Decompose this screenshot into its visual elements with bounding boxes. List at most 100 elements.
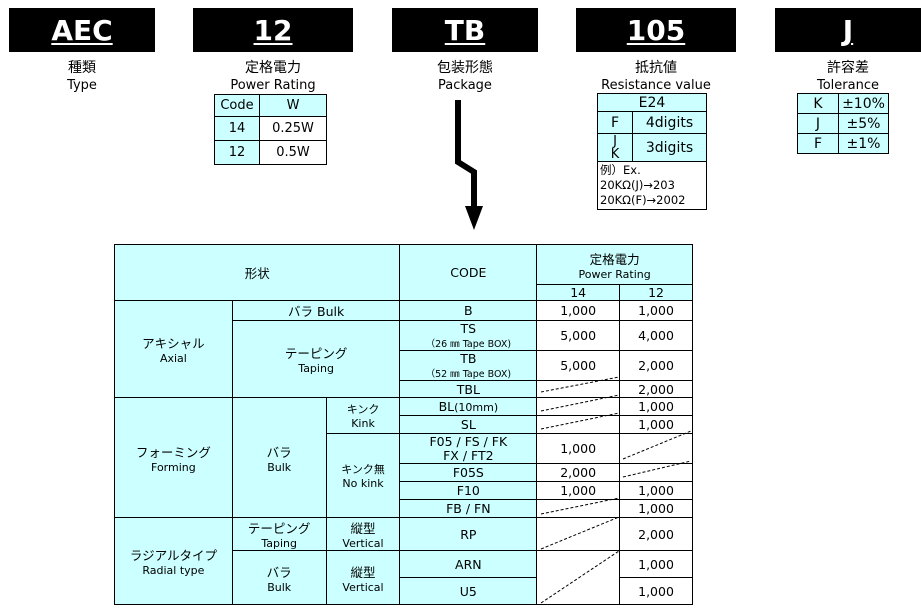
- forming-jp: フォーミング: [135, 444, 211, 460]
- arn-12: 1,000: [619, 550, 693, 578]
- forming-cell: フォーミング Forming: [114, 397, 233, 518]
- f10-12: 1,000: [619, 481, 693, 500]
- code-tb-sub: （52 ㎜ Tape BOX): [425, 369, 512, 380]
- tbl-14-empty: [536, 380, 621, 398]
- radial-vertical-1-en: Vertical: [342, 537, 384, 550]
- code-u5: U5: [399, 577, 538, 605]
- rp-12: 2,000: [619, 517, 693, 551]
- nokink-cell: キンク無 No kink: [325, 433, 401, 518]
- code-tolerance: J: [842, 13, 854, 47]
- power-header-code: Code: [214, 94, 260, 117]
- caption-type-jp: 種類: [68, 60, 96, 76]
- sl-14-empty: [536, 415, 621, 434]
- radial-bulk: バラ Bulk: [231, 550, 327, 605]
- axial-bulk: バラ Bulk: [231, 300, 401, 321]
- header-power-jp: 定格電力: [589, 251, 640, 267]
- axial-taping: テーピング Taping: [231, 320, 401, 398]
- code-power: 12: [253, 13, 293, 47]
- nokink-jp: キンク無: [341, 463, 385, 476]
- kink-jp: キンク: [346, 403, 380, 416]
- f05s-14: 2,000: [536, 463, 621, 482]
- header-code: CODE: [399, 244, 538, 301]
- caption-power: 定格電力 Power Rating: [193, 60, 353, 94]
- code-fb: FB / FN: [399, 499, 538, 518]
- bl-14-empty: [536, 397, 621, 416]
- caption-tolerance-jp: 許容差: [827, 60, 869, 76]
- caption-power-en: Power Rating: [230, 78, 316, 93]
- axial-jp: アキシャル: [142, 336, 205, 351]
- caption-tolerance: 許容差 Tolerance: [775, 60, 921, 94]
- power-code-12: 12: [214, 140, 260, 165]
- rp-14-empty: [536, 517, 621, 551]
- kink-cell: キンク Kink: [325, 397, 401, 434]
- packaging-table: 形状 CODE 定格電力 Power Rating 14 12 アキシャル Ax…: [113, 244, 693, 605]
- power-code-14: 14: [214, 116, 260, 141]
- ts-14: 5,000: [536, 320, 621, 351]
- tb-12: 2,000: [619, 350, 693, 381]
- tolerance-code-j: J: [797, 113, 839, 134]
- radial-jp: ラジアルタイプ: [129, 548, 217, 563]
- example-line-2: 20KΩ(J)→203: [600, 178, 675, 192]
- resistance-digits-jk: 3digits: [632, 133, 707, 162]
- radial-taping: テーピング Taping: [231, 517, 327, 551]
- tolerance-value-f: ±1%: [838, 133, 889, 154]
- nokink-en: No kink: [342, 477, 384, 490]
- axial-taping-jp: テーピング: [284, 346, 348, 361]
- caption-type: 種類 Type: [9, 60, 155, 94]
- code-bl: BL: [438, 399, 455, 414]
- code-box-power: 12: [193, 8, 353, 52]
- resistance-code-jk: J K: [597, 133, 633, 162]
- b-14: 1,000: [536, 300, 621, 321]
- code-f10: F10: [399, 481, 538, 500]
- tolerance-table: K ±10% J ±5% F ±1%: [797, 93, 889, 154]
- code-bl-sub: (10mm): [454, 401, 499, 414]
- code-type: AEC: [51, 13, 113, 47]
- caption-package-en: Package: [438, 78, 492, 93]
- radial-cell: ラジアルタイプ Radial type: [114, 517, 233, 605]
- radial-taping-jp: テーピング: [247, 521, 311, 536]
- fb-12: 1,000: [619, 499, 693, 518]
- code-box-package: TB: [392, 8, 538, 52]
- radial-bulk-14-empty: [536, 550, 621, 605]
- radial-taping-en: Taping: [261, 537, 297, 550]
- tolerance-code-f: F: [797, 133, 839, 154]
- kink-en: Kink: [351, 417, 375, 430]
- code-ts: TS: [460, 321, 477, 336]
- ts-12: 4,000: [619, 320, 693, 351]
- radial-en: Radial type: [142, 564, 205, 577]
- f05-14: 1,000: [536, 433, 621, 464]
- radial-vertical-2-jp: 縦型: [350, 564, 376, 580]
- tolerance-value-k: ±10%: [838, 93, 889, 114]
- power-w-12: 0.5W: [259, 140, 327, 165]
- bl-12: 1,000: [619, 397, 693, 416]
- tolerance-value-j: ±5%: [838, 113, 889, 134]
- forming-en: Forming: [151, 460, 196, 474]
- code-ts-sub: （26 ㎜ Tape BOX): [425, 339, 512, 350]
- power-w-14: 0.25W: [259, 116, 327, 141]
- code-f05-line2: FX / FT2: [443, 447, 494, 463]
- header-shape: 形状: [113, 244, 401, 301]
- axial-taping-en: Taping: [298, 362, 334, 375]
- caption-type-en: Type: [67, 78, 97, 93]
- resistance-example-note: 例）Ex. 20KΩ(J)→203 20KΩ(F)→2002: [597, 161, 707, 210]
- tb-14: 5,000: [536, 350, 621, 381]
- example-line-3: 20KΩ(F)→2002: [600, 193, 686, 207]
- f10-14: 1,000: [536, 481, 621, 500]
- caption-tolerance-en: Tolerance: [817, 78, 879, 93]
- tolerance-code-k: K: [797, 93, 839, 114]
- radial-vertical-2-en: Vertical: [342, 580, 384, 594]
- caption-resistance-en: Resistance value: [601, 78, 711, 93]
- code-bl-cell: BL(10mm): [399, 397, 538, 416]
- power-rating-table: Code W 14 0.25W 12 0.5W: [214, 94, 327, 165]
- code-tb: TB: [460, 351, 477, 366]
- caption-package-jp: 包装形態: [437, 60, 493, 76]
- f05-12-empty: [619, 433, 693, 464]
- code-box-tolerance: J: [775, 8, 921, 52]
- caption-resistance: 抵抗値 Resistance value: [576, 60, 736, 94]
- code-package: TB: [444, 13, 486, 47]
- caption-resistance-jp: 抵抗値: [635, 60, 677, 76]
- forming-bulk: バラ Bulk: [231, 397, 327, 518]
- resistance-digits-f: 4digits: [632, 111, 707, 134]
- header-14: 14: [536, 284, 621, 301]
- f05s-12-empty: [619, 463, 693, 482]
